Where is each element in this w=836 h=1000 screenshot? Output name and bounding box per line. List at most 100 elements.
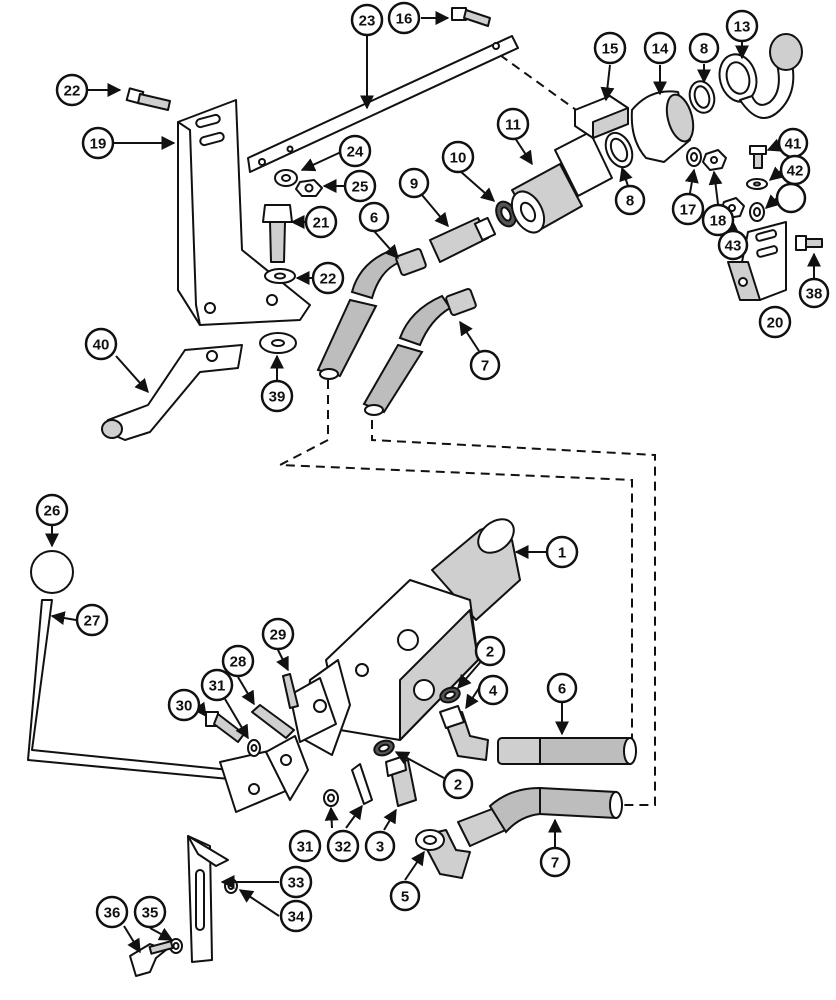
callout-23: 23 (350, 3, 384, 37)
callout-31-upper: 31 (200, 668, 234, 702)
callout-2-lower: 2 (442, 768, 474, 800)
callout-37: 38 (798, 277, 830, 309)
callout-4: 4 (477, 674, 509, 706)
svg-text:14: 14 (652, 41, 669, 58)
svg-text:27: 27 (84, 613, 101, 630)
callout-21: 22 (311, 261, 345, 295)
callout-11: 11 (496, 107, 530, 141)
part-washer-31a (247, 739, 261, 757)
leader-lines (45, 11, 821, 954)
svg-text:7: 7 (551, 855, 559, 872)
callout-28: 28 (221, 644, 255, 678)
callout-27: 27 (75, 603, 109, 637)
part-mounting-bracket (177, 99, 311, 326)
part-washer-41 (746, 178, 768, 190)
callout-33: 33 (279, 865, 313, 899)
callout-31-lower: 31 (288, 829, 322, 863)
callout-12: 13 (725, 9, 759, 43)
svg-text:43: 43 (725, 238, 742, 255)
callout-3: 3 (364, 830, 396, 862)
callout-42: 43 (717, 229, 749, 261)
part-hose-7-lower (457, 786, 623, 847)
part-spacer-38 (259, 332, 297, 354)
part-offset-bracket-39 (101, 344, 243, 441)
svg-text:29: 29 (270, 627, 287, 644)
part-hose-6-lower (497, 737, 637, 765)
part-washer-35 (169, 938, 183, 954)
svg-text:36: 36 (104, 905, 121, 922)
svg-text:32: 32 (335, 839, 352, 856)
part-bolt-15 (451, 7, 491, 27)
part-lever-27 (27, 599, 309, 813)
callout-32: 32 (326, 829, 360, 863)
svg-text:38: 38 (806, 286, 823, 303)
callout-39: 40 (84, 327, 118, 361)
svg-text:11: 11 (505, 117, 521, 134)
svg-text:1: 1 (558, 545, 566, 562)
callout-8-mid: 8 (614, 184, 646, 216)
callout-40: 41 (777, 127, 809, 159)
part-quick-coupler-11 (510, 131, 613, 234)
callout-41: 42 (779, 154, 811, 186)
callout-16: 17 (671, 192, 705, 226)
part-washer-16 (686, 147, 702, 167)
part-bracket-19 (727, 221, 787, 301)
svg-text:41: 41 (785, 136, 802, 153)
svg-text:31: 31 (297, 839, 314, 856)
part-control-valve-1 (289, 518, 521, 756)
part-bolt-20 (262, 204, 293, 263)
svg-text:22: 22 (64, 83, 81, 100)
callout-35: 35 (133, 895, 167, 929)
svg-text:30: 30 (176, 698, 193, 715)
svg-text:28: 28 (230, 654, 247, 671)
callout-5: 5 (389, 880, 421, 912)
svg-text:31: 31 (209, 678, 226, 695)
svg-text:8: 8 (626, 193, 634, 210)
svg-text:23: 23 (359, 13, 376, 30)
svg-text:25: 25 (352, 179, 369, 196)
svg-text:18: 18 (710, 213, 727, 230)
part-clamp-13 (630, 90, 695, 163)
part-spring-pin-29 (282, 673, 299, 709)
part-washer-21 (264, 268, 296, 284)
svg-text:8: 8 (700, 41, 708, 58)
part-bolt-40 (749, 145, 767, 169)
part-washer-43 (749, 202, 765, 222)
callout-6-top: 6 (358, 201, 390, 233)
part-brace-strip (247, 35, 519, 173)
callout-6-bottom: 6 (546, 672, 578, 704)
svg-text:2: 2 (486, 644, 494, 661)
part-oring-2a (439, 686, 461, 704)
callout-38: 39 (260, 379, 294, 413)
part-bolt-22 (125, 87, 171, 111)
callout-36: 36 (95, 895, 129, 929)
svg-text:6: 6 (370, 210, 378, 227)
callout-14: 15 (593, 31, 627, 65)
callout-15: 16 (387, 1, 421, 35)
callout-13: 14 (643, 31, 677, 65)
part-fitting-3 (385, 755, 417, 807)
svg-text:9: 9 (410, 176, 418, 193)
svg-text:34: 34 (288, 909, 305, 926)
callout-8-top: 8 (688, 32, 720, 64)
svg-text:6: 6 (558, 681, 566, 698)
svg-text:5: 5 (401, 889, 409, 906)
svg-text:13: 13 (734, 19, 751, 36)
callout-34: 34 (279, 899, 313, 933)
callout-10: 10 (441, 140, 475, 174)
svg-text:4: 4 (489, 683, 498, 700)
part-knob-26 (30, 550, 74, 594)
part-block-14 (574, 95, 629, 139)
part-retaining-ring-8b (688, 80, 716, 114)
svg-text:10: 10 (450, 150, 467, 167)
svg-text:35: 35 (142, 905, 159, 922)
part-cotter-pin-32 (351, 763, 373, 805)
svg-text:19: 19 (90, 136, 107, 153)
callout-25: 25 (343, 169, 377, 203)
svg-text:2: 2 (454, 777, 462, 794)
part-retaining-ring-8a (604, 131, 634, 169)
svg-text:26: 26 (44, 503, 61, 520)
svg-text:21: 21 (313, 215, 330, 232)
svg-text:7: 7 (481, 358, 489, 375)
